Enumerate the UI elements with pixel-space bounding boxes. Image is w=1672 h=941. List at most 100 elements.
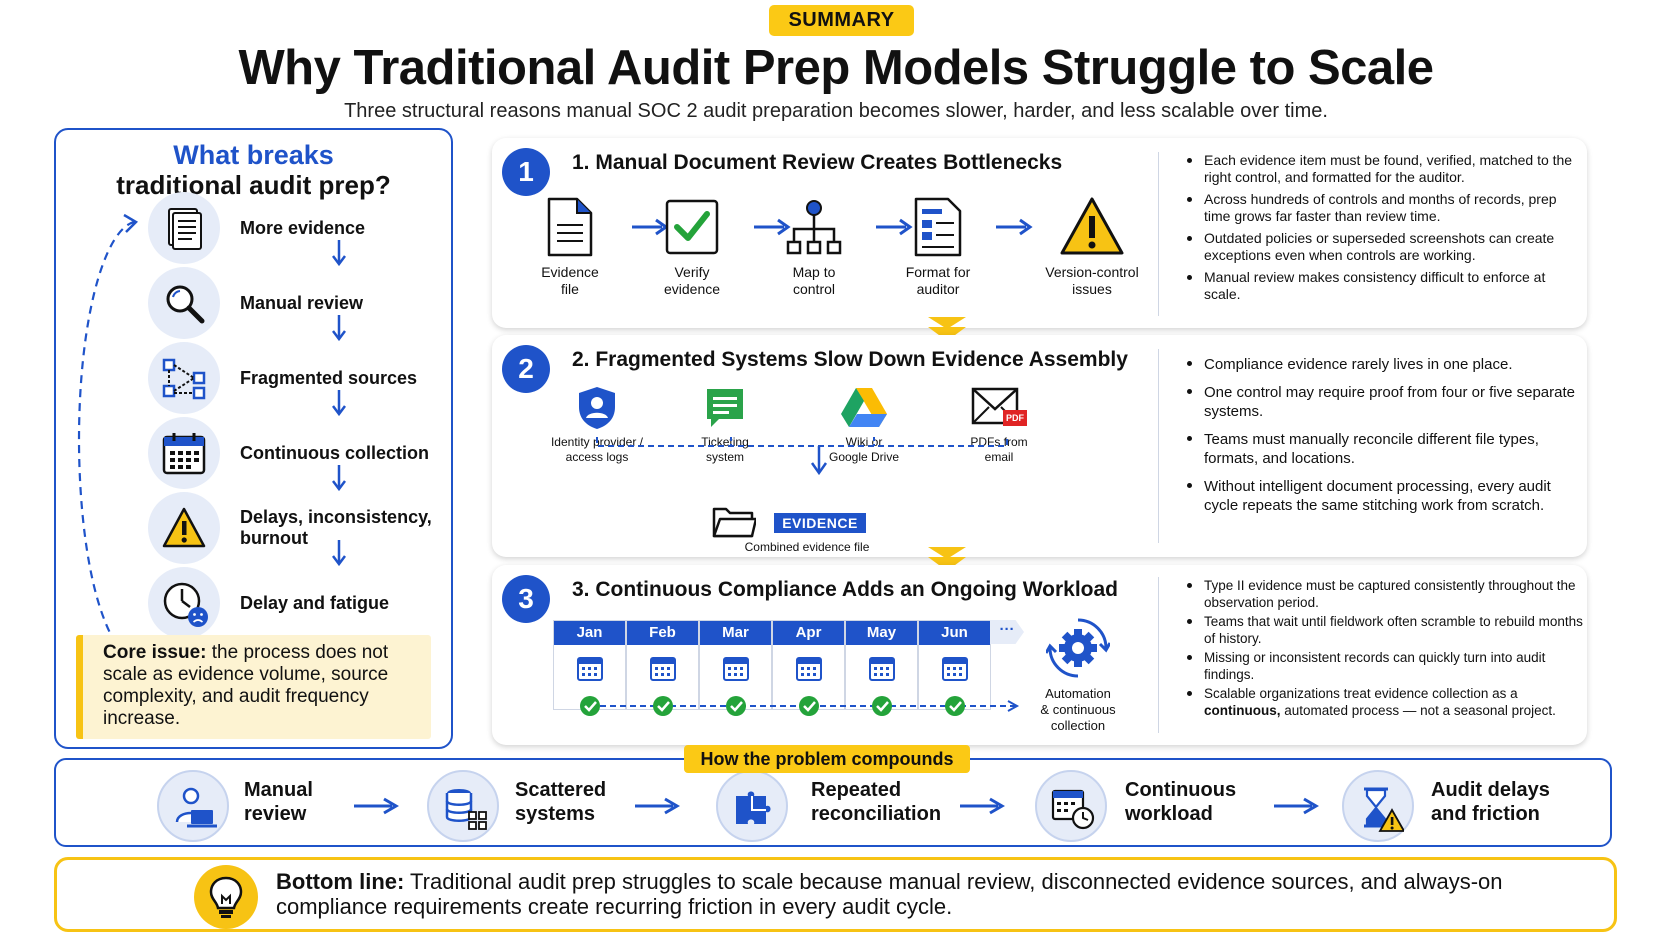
column-divider	[1158, 152, 1159, 316]
step-label-line1: Verify	[674, 264, 710, 280]
step-verify-evidence: Verify evidence	[642, 196, 742, 298]
step-label-line1: Evidence	[541, 264, 599, 280]
hourglass-warning-icon	[1342, 770, 1414, 842]
bullet-item: Missing or inconsistent records can quic…	[1184, 649, 1584, 683]
more-months-indicator: ···	[990, 620, 1024, 644]
compound-line1: Audit delays	[1431, 779, 1550, 801]
bullet-item: Manual review makes consistency difficul…	[1184, 269, 1584, 303]
compound-line1: Manual	[244, 779, 313, 801]
bottom-line-callout: Bottom line: Traditional audit prep stru…	[54, 857, 1617, 932]
column-divider	[1158, 349, 1159, 543]
month-label: Jan	[554, 621, 625, 645]
flow-item-label: Fragmented sources	[240, 367, 418, 388]
puzzle-icon	[716, 770, 788, 842]
calendar-icon	[148, 417, 220, 489]
compound-line2: review	[244, 803, 307, 825]
automation-caption: Automation & continuous collection	[1020, 686, 1136, 734]
step-version-control-issues: Version-control issues	[1032, 196, 1152, 298]
bullet-item: Scalable organizations treat evidence co…	[1184, 685, 1584, 719]
automation-line1: Automation	[1045, 686, 1111, 701]
bottom-line-label: Bottom line:	[276, 869, 405, 894]
compound-line1: Repeated	[811, 779, 902, 801]
compound-line2: and friction	[1431, 803, 1540, 825]
timeline-track	[577, 657, 1020, 716]
step-label-line2: file	[561, 281, 579, 297]
bullet-item: Without intelligent document processing,…	[1184, 477, 1584, 515]
card-bullets: Type II evidence must be captured consis…	[1184, 577, 1584, 719]
flow-item-label: Manual review	[240, 292, 364, 313]
automation-gear-icon	[1046, 618, 1110, 678]
bullet-item: Each evidence item must be found, verifi…	[1184, 152, 1584, 186]
bullet-item: Teams must manually reconcile different …	[1184, 430, 1584, 468]
down-arrow-icon	[332, 240, 346, 267]
right-arrow-icon	[996, 218, 1033, 236]
lightbulb-icon	[194, 865, 258, 929]
down-arrow-icon	[332, 315, 346, 342]
shield-user-icon	[579, 387, 615, 429]
bullet-text: Scalable organizations treat evidence co…	[1204, 686, 1518, 701]
summary-badge: SUMMARY	[769, 5, 914, 36]
core-issue-callout: Core issue: the process does not scale a…	[76, 635, 431, 739]
bullet-item: Type II evidence must be captured consis…	[1184, 577, 1584, 611]
source-wiki-drive: Wiki or Google Drive	[804, 385, 924, 465]
step-label-line2: issues	[1072, 281, 1112, 297]
merge-connector	[596, 437, 1008, 476]
network-icon	[148, 342, 220, 414]
card-number: 1	[502, 148, 550, 196]
calendar-clock-icon	[1035, 770, 1107, 842]
flow-item-label: Continuous collection	[240, 442, 429, 463]
source-label-line2: access logs	[565, 450, 629, 464]
bullet-item: Across hundreds of controls and months o…	[1184, 191, 1584, 225]
form-icon	[914, 197, 962, 257]
checkbox-icon	[665, 199, 719, 255]
core-issue-label: Core issue:	[103, 642, 207, 663]
ticket-icon	[707, 389, 743, 427]
bullet-item: Teams that wait until fieldwork often sc…	[1184, 613, 1584, 647]
bullet-item: Outdated policies or superseded screensh…	[1184, 230, 1584, 264]
hierarchy-icon	[786, 200, 842, 255]
compound-line2: systems	[515, 803, 596, 825]
chevron-down-icon	[928, 547, 966, 571]
right-arrow-icon	[876, 218, 913, 236]
right-arrow-icon	[960, 797, 1005, 815]
step-label-line2: auditor	[916, 281, 960, 297]
page-subtitle: Three structural reasons manual SOC 2 au…	[344, 100, 1328, 122]
down-arrow-icon	[332, 540, 346, 567]
source-label-line2: Google Drive	[828, 450, 900, 464]
clock-sad-icon	[148, 567, 220, 639]
compounds-tag: How the problem compounds	[684, 745, 970, 773]
flow-item-label: Delays, inconsistency, burnout	[240, 507, 432, 548]
right-arrow-icon	[635, 797, 680, 815]
flow-item-manual-review: Manual review	[148, 267, 448, 341]
down-arrow-icon	[332, 465, 346, 492]
drive-icon	[841, 388, 887, 427]
source-label-line1: PDFs from	[970, 435, 1028, 449]
folder-icon	[712, 507, 756, 538]
card-number: 3	[502, 575, 550, 623]
card-number: 2	[502, 345, 550, 393]
month-label: May	[846, 621, 917, 645]
compound-line1: Continuous	[1125, 779, 1237, 801]
loop-back-arrow	[77, 213, 139, 666]
step-label-line2: evidence	[663, 281, 721, 297]
bottom-line-text: Bottom line: Traditional audit prep stru…	[276, 869, 1576, 919]
month-calendar-icons	[577, 657, 968, 681]
warning-icon	[148, 492, 220, 564]
right-arrow-icon	[354, 797, 399, 815]
month-label: Feb	[627, 621, 698, 645]
page-title: Why Traditional Audit Prep Models Strugg…	[238, 41, 1434, 95]
panel-heading-secondary: traditional audit prep?	[116, 170, 391, 200]
pdf-tag: PDF	[1003, 410, 1027, 426]
down-arrow-icon	[332, 390, 346, 417]
bullet-emphasis: continuous,	[1204, 703, 1281, 718]
bullet-text: automated process — not a seasonal proje…	[1280, 703, 1556, 718]
card-title: 1. Manual Document Review Creates Bottle…	[572, 151, 1063, 174]
magnifier-icon	[148, 267, 220, 339]
database-icon	[427, 770, 499, 842]
right-arrow-icon	[754, 218, 791, 236]
evidence-caption: Combined evidence file	[744, 540, 870, 554]
card-bullets: Compliance evidence rarely lives in one …	[1184, 355, 1584, 515]
card-bullets: Each evidence item must be found, verifi…	[1184, 152, 1584, 303]
month-label: Mar	[700, 621, 771, 645]
